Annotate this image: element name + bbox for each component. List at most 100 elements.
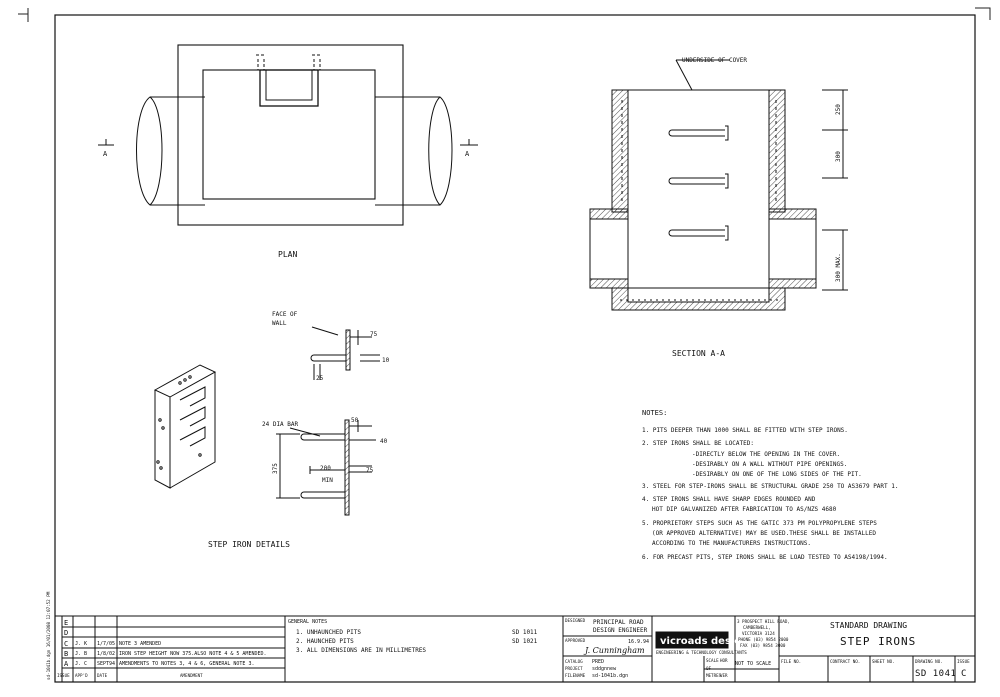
amend-issue: D: [64, 629, 68, 637]
note-5: 5. PROPRIETORY STEPS SUCH AS THE GATIC 3…: [642, 520, 877, 527]
plan-label: PLAN: [278, 250, 297, 259]
amend-appd: J. B: [75, 651, 87, 657]
amend-date: 1/7/05: [97, 641, 115, 647]
project-value: sddgnnew: [592, 666, 617, 672]
step-iron-small-detail: [310, 326, 380, 380]
note-6: 6. FOR PRECAST PITS, STEP IRONS SHALL BE…: [642, 554, 888, 561]
issue-label: ISSUE: [957, 659, 970, 664]
amendment-table: E D C J. K 1/7/05 NOTE 3 AMENDED B J. B …: [57, 619, 267, 678]
amend-appd: J. K: [75, 641, 87, 647]
step-iron-large-detail: [276, 419, 376, 516]
scale-metres: METRES: [706, 673, 722, 678]
scale-ver: VER: [720, 673, 728, 678]
vicroads-logo: vicroads design ENGINEERING & TECHNOLOGY…: [656, 619, 790, 655]
bar-label: 24 DIA BAR: [262, 421, 299, 428]
note-2b: -DESIRABLY ON A WALL WITHOUT PIPE OPENIN…: [692, 461, 847, 468]
standard-drawing-label: STANDARD DRAWING: [830, 621, 907, 630]
contract-no-label: CONTRACT NO.: [830, 659, 860, 664]
drawing-title: STEP IRONS: [840, 635, 916, 648]
scale-value: NOT TO SCALE: [735, 661, 771, 667]
dim-small-10: 10: [382, 357, 390, 364]
catalog-value: PRED: [592, 659, 604, 665]
plan-view: [98, 44, 478, 226]
drawing-no-label: DRAWING NO.: [915, 659, 943, 664]
address-line2: CAMBERWELL,: [743, 625, 771, 630]
note-2: 2. STEP IRONS SHALL BE LOCATED:: [642, 440, 754, 447]
amend-issue: A: [64, 660, 69, 668]
general-notes: GENERAL NOTES 1. UNHAUNCHED PITS SD 1011…: [288, 619, 538, 654]
section-marker-right: A: [465, 150, 470, 158]
designer-line1: PRINCIPAL ROAD: [593, 619, 644, 626]
address-line1: 3 PROSPECT HILL ROAD,: [737, 619, 790, 624]
amend-issue: E: [64, 619, 68, 627]
scale-of: OF: [706, 666, 712, 671]
reference-numbers: FILE NO. CONTRACT NO. SHEET NO. DRAWING …: [781, 659, 970, 679]
design-credits: DESIGNED PRINCIPAL ROAD DESIGN ENGINEER …: [565, 618, 649, 679]
note-5b: (OR APPROVED ALTERNATIVE) MAY BE USED.TH…: [652, 530, 876, 537]
address-line4: PHONE (03) 9854 2000: [738, 637, 789, 642]
amend-text: AMENDMENTS TO NOTES 3, 4 & 6, GENERAL NO…: [119, 661, 254, 667]
amend-issue: C: [64, 640, 68, 648]
scale-hor: HOR: [720, 658, 728, 663]
amend-header-date: DATE: [97, 673, 108, 678]
general-note-3: 3. ALL DIMENSIONS ARE IN MILLIMETRES: [296, 647, 426, 654]
project-label: PROJECT: [565, 666, 583, 671]
title-block: [54, 615, 976, 683]
approved-label: APPROVED: [565, 638, 586, 643]
issue-letter: C: [961, 669, 967, 679]
general-note-2-ref: SD 1021: [512, 638, 538, 645]
side-stamp: sd-1041b.dgn 16/01/2008 12:07:52 PM: [46, 591, 51, 680]
dim-250: 250: [835, 104, 842, 115]
step-iron-isometric: [153, 364, 217, 489]
dim-large-200: 200: [320, 465, 331, 472]
details-label: STEP IRON DETAILS: [208, 540, 290, 549]
approved-signature: J. Cunningham: [583, 646, 645, 655]
amend-header-amendment: AMENDMENT: [180, 673, 203, 678]
dim-300-max: 300 MAX.: [835, 253, 842, 282]
section-marker-left: A: [103, 150, 108, 158]
note-3: 3. STEEL FOR STEP-IRONS SHALL BE STRUCTU…: [642, 483, 898, 490]
general-note-1: 1. UNHAUNCHED PITS: [296, 629, 361, 636]
dim-small-25: 25: [316, 375, 324, 382]
designer-line2: DESIGN ENGINEER: [593, 627, 648, 634]
dim-large-min: MIN: [322, 477, 333, 484]
amend-issue: B: [64, 650, 68, 658]
amend-date: SEPT94: [97, 661, 115, 667]
note-5c: ACCORDING TO THE MANUFACTURERS INSTRUCTI…: [652, 540, 811, 547]
amend-header-issue: ISSUE: [57, 673, 70, 678]
logo-tagline: ENGINEERING & TECHNOLOGY CONSULTANTS: [656, 650, 747, 655]
amend-text: IRON STEP HEIGHT NOW 375.ALSO NOTE 4 & 5…: [119, 651, 267, 657]
note-2c: -DESIRABLY ON ONE OF THE LONG SIDES OF T…: [692, 471, 862, 478]
section-label: SECTION A-A: [672, 349, 725, 358]
trim-marks: [18, 7, 991, 22]
cover-label: UNDERSIDE OF COVER: [682, 57, 747, 64]
note-4: 4. STEP IRONS SHALL HAVE SHARP EDGES ROU…: [642, 496, 816, 503]
filename-label: FILENAME: [565, 673, 586, 678]
amend-header-appd: APP'D: [75, 673, 88, 678]
filename-value: sd-1041b.dgn: [592, 673, 628, 679]
file-no-label: FILE NO.: [781, 659, 801, 664]
drawing-number: SD 1041: [915, 669, 956, 679]
sheet-no-label: SHEET NO.: [872, 659, 895, 664]
address-line3: VICTORIA 3124: [742, 631, 775, 636]
general-notes-heading: GENERAL NOTES: [288, 619, 327, 625]
dim-large-40: 40: [380, 438, 388, 445]
note-2a: -DIRECTLY BELOW THE OPENING IN THE COVER…: [692, 451, 840, 458]
notes-block: NOTES: 1. PITS DEEPER THAN 1000 SHALL BE…: [642, 409, 898, 561]
dim-large-50: 50: [351, 417, 359, 424]
note-1: 1. PITS DEEPER THAN 1000 SHALL BE FITTED…: [642, 427, 848, 434]
amend-text: NOTE 3 AMENDED: [119, 641, 161, 647]
approved-date: 16.9.94: [628, 639, 649, 645]
general-note-1-ref: SD 1011: [512, 629, 538, 636]
logo-name: vicroads design: [660, 636, 749, 647]
note-4b: HOT DIP GALVANIZED AFTER FABRICATION TO …: [652, 506, 837, 513]
amend-appd: J. C: [75, 661, 87, 667]
dim-large-75: 75: [366, 467, 374, 474]
amend-date: 1/8/02: [97, 651, 115, 657]
face-of-wall-line1: FACE OF: [272, 311, 298, 318]
general-note-2: 2. HAUNCHED PITS: [296, 638, 354, 645]
catalog-label: CATALOG: [565, 659, 583, 664]
section-view: [589, 59, 848, 311]
designed-label: DESIGNED: [565, 618, 586, 623]
